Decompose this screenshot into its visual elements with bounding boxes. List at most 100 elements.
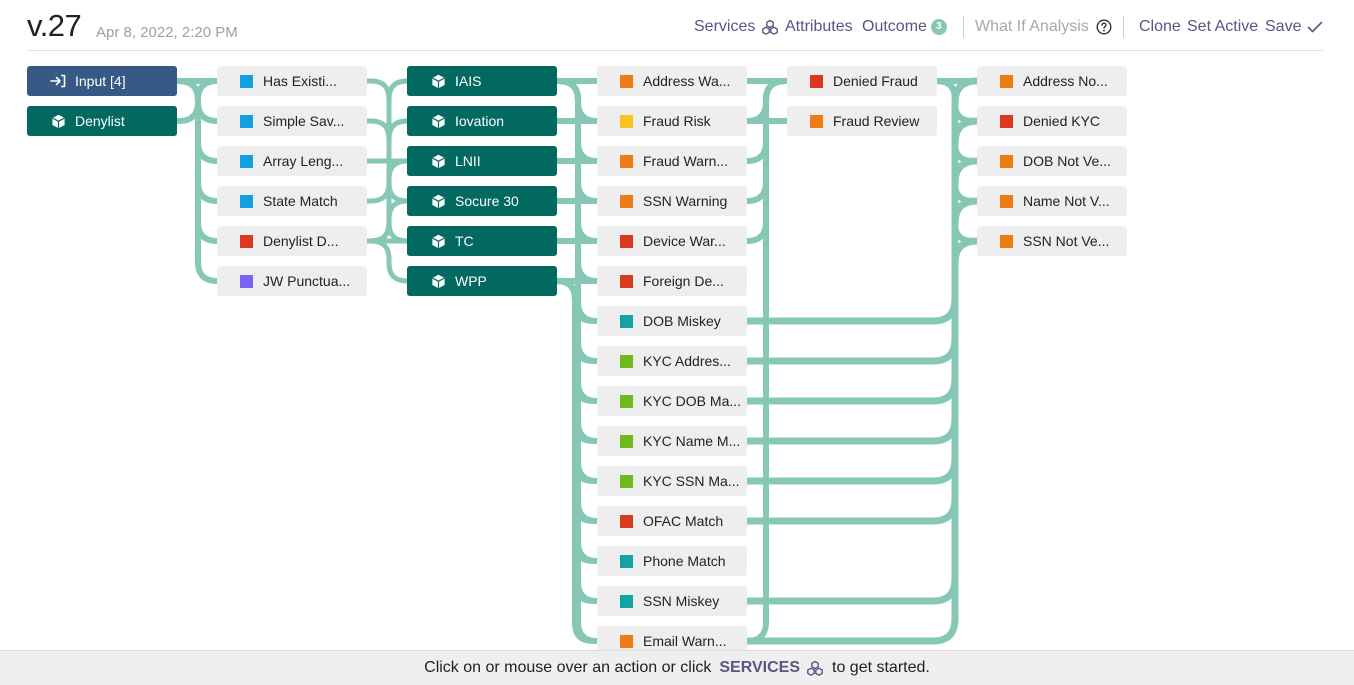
cyan-status-square	[620, 554, 633, 568]
red-status-square	[810, 74, 823, 88]
clone-button[interactable]: Clone	[1139, 18, 1181, 35]
attribute-node-denylist-d[interactable]: Denylist D...	[217, 226, 367, 256]
input-node-input-4[interactable]: Input [4]	[27, 66, 177, 96]
cube-icon	[430, 273, 446, 289]
service-node-iovation[interactable]: Iovation	[407, 106, 557, 136]
orange-status-square	[1000, 74, 1013, 88]
login-arrow-icon	[50, 73, 66, 89]
node-label: LNII	[455, 153, 481, 169]
version-title: v.27	[27, 8, 82, 43]
node-label: State Match	[263, 193, 338, 209]
node-label: Array Leng...	[263, 153, 344, 169]
attribute-node-state-match[interactable]: State Match	[217, 186, 367, 216]
outcome-button[interactable]: Outcome 3	[862, 18, 947, 36]
red-status-square	[620, 234, 633, 248]
rule-node-kyc-ssn-ma[interactable]: KYC SSN Ma...	[597, 466, 747, 496]
rule-node-kyc-name-m[interactable]: KYC Name M...	[597, 426, 747, 456]
node-label: Input [4]	[75, 73, 126, 89]
blue-status-square	[240, 194, 253, 208]
node-label: Name Not V...	[1023, 193, 1110, 209]
cyan-status-square	[620, 594, 633, 608]
rule-node-device-war[interactable]: Device War...	[597, 226, 747, 256]
red-status-square	[240, 234, 253, 248]
decision-node-fraud-review[interactable]: Fraud Review	[787, 106, 937, 136]
flow-link	[367, 238, 408, 284]
cube-icon	[430, 113, 446, 129]
flow-link	[747, 117, 978, 325]
rule-node-fraud-warn[interactable]: Fraud Warn...	[597, 146, 747, 176]
cube-icon	[430, 193, 446, 209]
node-label: Denylist D...	[263, 233, 339, 249]
orange-status-square	[1000, 154, 1013, 168]
orange-status-square	[620, 634, 633, 648]
service-node-tc[interactable]: TC	[407, 226, 557, 256]
footer-services-label: SERVICES	[719, 659, 800, 676]
node-label: KYC DOB Ma...	[643, 393, 742, 409]
node-label: DOB Miskey	[643, 313, 721, 329]
service-node-socure-30[interactable]: Socure 30	[407, 186, 557, 216]
attribute-node-simple-sav[interactable]: Simple Sav...	[217, 106, 367, 136]
flow-link	[747, 157, 978, 365]
footer-hint-bar: Click on or mouse over an action or clic…	[0, 650, 1354, 685]
rule-node-ssn-miskey[interactable]: SSN Miskey	[597, 586, 747, 616]
header: v.27 Apr 8, 2022, 2:20 PM Services Attri…	[0, 0, 1354, 52]
node-label: Simple Sav...	[263, 113, 345, 129]
node-label: Phone Match	[643, 553, 726, 569]
node-label: Fraud Review	[833, 113, 920, 129]
input-node-denylist[interactable]: Denylist	[27, 106, 177, 136]
flow-link	[747, 197, 978, 405]
footer-services-link[interactable]: SERVICES	[715, 659, 824, 677]
node-label: SSN Miskey	[643, 593, 720, 609]
cube-icon	[430, 73, 446, 89]
node-label: Denied KYC	[1023, 113, 1101, 129]
green-status-square	[620, 394, 633, 408]
attribute-node-array-leng[interactable]: Array Leng...	[217, 146, 367, 176]
blue-status-square	[240, 114, 253, 128]
attribute-node-jw-punctua[interactable]: JW Punctua...	[217, 266, 367, 296]
red-status-square	[620, 514, 633, 528]
version-timestamp: Apr 8, 2022, 2:20 PM	[96, 24, 238, 41]
set-active-button[interactable]: Set Active	[1187, 18, 1259, 35]
rule-node-foreign-de[interactable]: Foreign De...	[597, 266, 747, 296]
services-cubes-icon	[761, 19, 779, 35]
services-button[interactable]: Services	[694, 18, 779, 36]
flow-link	[936, 78, 977, 244]
attributes-button[interactable]: Attributes	[785, 18, 853, 35]
services-label: Services	[694, 18, 756, 35]
what-if-analysis-button[interactable]: What If Analysis	[975, 18, 1112, 36]
green-status-square	[620, 474, 633, 488]
service-node-wpp[interactable]: WPP	[407, 266, 557, 296]
outcome-node-address-no[interactable]: Address No...	[977, 66, 1127, 96]
attribute-node-has-existi[interactable]: Has Existi...	[217, 66, 367, 96]
divider	[1123, 16, 1124, 38]
outcome-count-badge: 3	[930, 19, 947, 35]
cyan-status-square	[620, 314, 633, 328]
node-label: Foreign De...	[643, 273, 724, 289]
rule-node-address-wa[interactable]: Address Wa...	[597, 66, 747, 96]
service-node-lnii[interactable]: LNII	[407, 146, 557, 176]
cube-icon	[50, 113, 66, 129]
rule-node-phone-match[interactable]: Phone Match	[597, 546, 747, 576]
rule-node-kyc-dob-ma[interactable]: KYC DOB Ma...	[597, 386, 747, 416]
node-label: Denied Fraud	[833, 73, 918, 89]
save-button[interactable]: Save	[1265, 18, 1323, 36]
rule-node-kyc-addres[interactable]: KYC Addres...	[597, 346, 747, 376]
outcome-node-ssn-not-ve[interactable]: SSN Not Ve...	[977, 226, 1127, 256]
outcome-node-name-not-v[interactable]: Name Not V...	[977, 186, 1127, 216]
decision-node-denied-fraud[interactable]: Denied Fraud	[787, 66, 937, 96]
flow-link	[747, 77, 978, 485]
rule-node-dob-miskey[interactable]: DOB Miskey	[597, 306, 747, 336]
node-label: Address Wa...	[643, 73, 731, 89]
outcome-node-dob-not-ve[interactable]: DOB Not Ve...	[977, 146, 1127, 176]
orange-status-square	[1000, 234, 1013, 248]
outcome-node-denied-kyc[interactable]: Denied KYC	[977, 106, 1127, 136]
rule-node-fraud-risk[interactable]: Fraud Risk	[597, 106, 747, 136]
orange-status-square	[1000, 194, 1013, 208]
service-node-iais[interactable]: IAIS	[407, 66, 557, 96]
services-cubes-icon	[806, 660, 824, 676]
rule-node-ssn-warning[interactable]: SSN Warning	[597, 186, 747, 216]
help-icon	[1096, 19, 1112, 35]
flow-link	[747, 237, 978, 645]
rule-node-ofac-match[interactable]: OFAC Match	[597, 506, 747, 536]
node-label: OFAC Match	[643, 513, 724, 529]
